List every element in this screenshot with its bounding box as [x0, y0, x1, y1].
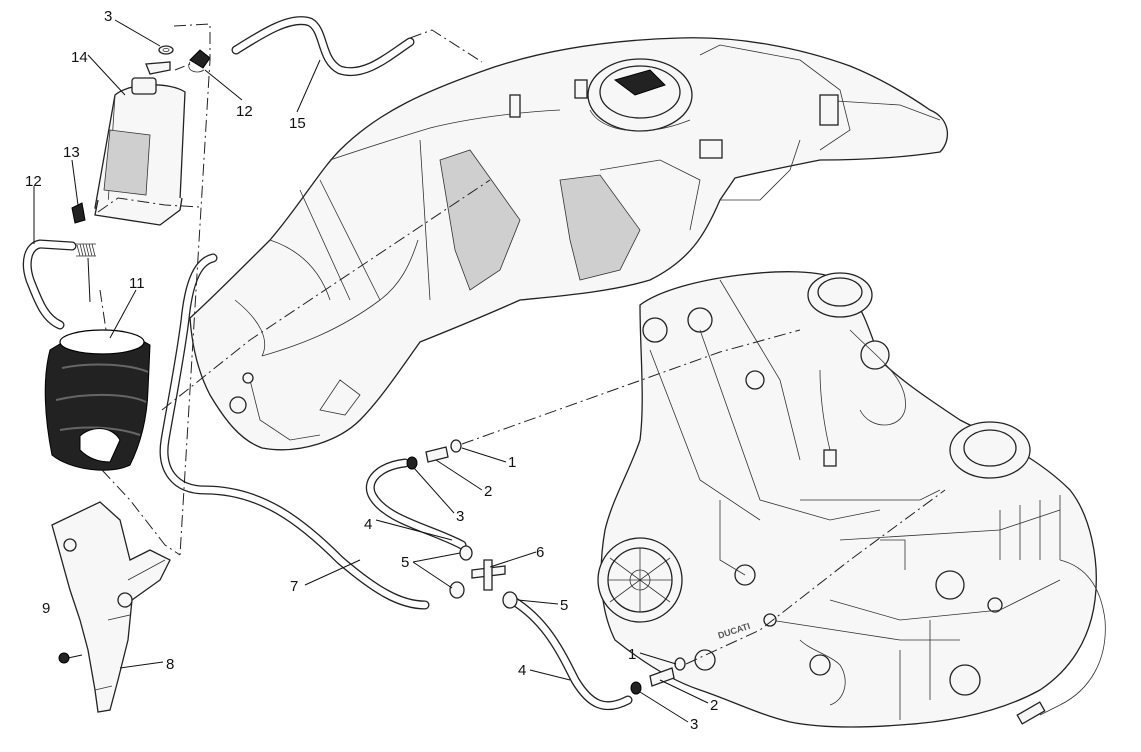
callout-3: 3 — [104, 8, 112, 25]
callout-4: 4 — [364, 516, 372, 533]
callout-1: 1 — [508, 454, 516, 471]
callout-8: 8 — [166, 656, 174, 673]
callout-6: 6 — [536, 544, 544, 561]
hose-14 — [231, 16, 415, 77]
callout-5: 5 — [401, 554, 409, 571]
t-piece-6 — [471, 559, 506, 591]
callout-7: 7 — [290, 578, 298, 595]
hose-4-upper — [365, 458, 467, 550]
clamp-12-mid — [71, 202, 86, 224]
carbon-canister — [94, 61, 186, 226]
screw-9 — [58, 652, 83, 664]
assembly-guide-lines — [97, 23, 946, 665]
callout-11: 12 — [25, 173, 42, 190]
callout-9: 9 — [42, 600, 50, 617]
hose-4-lower — [507, 595, 633, 711]
callout-13: 14 — [71, 49, 88, 66]
callout-labels: 3 14 12 15 13 12 11 1 2 3 4 5 6 5 7 9 8 … — [25, 8, 718, 733]
callout-10: 11 — [129, 275, 145, 292]
callout-2: 2 — [484, 483, 492, 500]
hose-7 — [159, 253, 430, 610]
fitting-upper — [406, 439, 462, 470]
callout-3: 3 — [690, 716, 698, 733]
bracket-8 — [51, 501, 171, 713]
leader-lines — [33, 19, 709, 723]
spring-clip-15 — [76, 243, 96, 257]
hose-11 — [22, 239, 77, 330]
fitting-lower — [630, 657, 686, 695]
callout-12: 13 — [63, 144, 80, 161]
callout-12: 12 — [236, 103, 253, 120]
clamp-12-top — [188, 49, 211, 73]
callout-14: 15 — [289, 115, 306, 132]
callout-4: 4 — [518, 662, 526, 679]
engine: DUCATI — [597, 271, 1106, 728]
callout-1: 1 — [628, 646, 636, 663]
connectors-5 — [449, 545, 518, 609]
washer-3-top — [158, 45, 174, 55]
fuel-tank — [189, 37, 949, 451]
rubber-boot-10 — [44, 329, 151, 471]
callout-3: 3 — [456, 508, 464, 525]
callout-5: 5 — [560, 597, 568, 614]
callout-2: 2 — [710, 697, 718, 714]
